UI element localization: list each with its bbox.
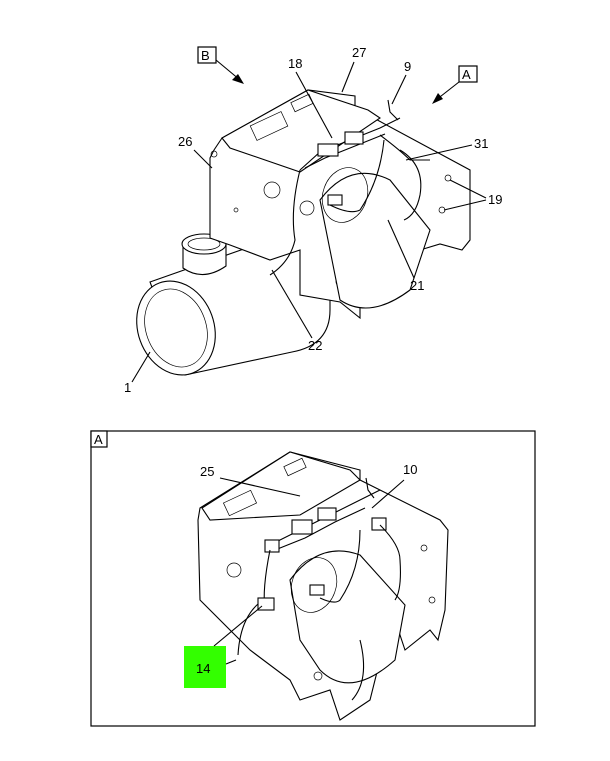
leader-10	[371, 479, 405, 509]
callout-22: 22	[308, 338, 322, 353]
leader-14a	[213, 605, 263, 647]
callout-25: 25	[200, 464, 214, 479]
callout-1: 1	[124, 380, 131, 395]
svg-text:B: B	[201, 48, 210, 63]
callout-21: 21	[410, 278, 424, 293]
callout-9: 9	[404, 59, 411, 74]
view-b-tag: B	[197, 46, 217, 64]
detail-view-a: A	[90, 430, 536, 727]
leader-19b	[443, 199, 487, 211]
view-a-tag: A	[458, 65, 478, 83]
leader-22	[271, 269, 313, 339]
main-assembly	[136, 89, 471, 376]
leader-26	[193, 149, 213, 169]
leader-31	[405, 144, 473, 161]
leader-25	[219, 477, 301, 497]
view-a-arrowhead	[432, 93, 443, 104]
svg-text:A: A	[462, 67, 471, 82]
callout-18: 18	[288, 56, 302, 71]
callout-27: 27	[352, 45, 366, 60]
callout-14: 14	[196, 661, 210, 676]
leader-19a	[449, 179, 487, 199]
callout-26: 26	[178, 134, 192, 149]
leader-9	[391, 74, 407, 105]
callout-31: 31	[474, 136, 488, 151]
callout-19: 19	[488, 192, 502, 207]
leader-21	[387, 219, 415, 279]
callout-10: 10	[403, 462, 417, 477]
callout-14-highlight[interactable]	[184, 646, 226, 688]
leader-14b	[225, 659, 237, 665]
leader-27	[341, 61, 355, 93]
leader-1	[131, 351, 151, 383]
view-b-arrowhead	[232, 74, 244, 84]
detail-title: A	[94, 432, 103, 447]
leader-18	[295, 71, 333, 139]
detail-title-box	[90, 430, 108, 448]
